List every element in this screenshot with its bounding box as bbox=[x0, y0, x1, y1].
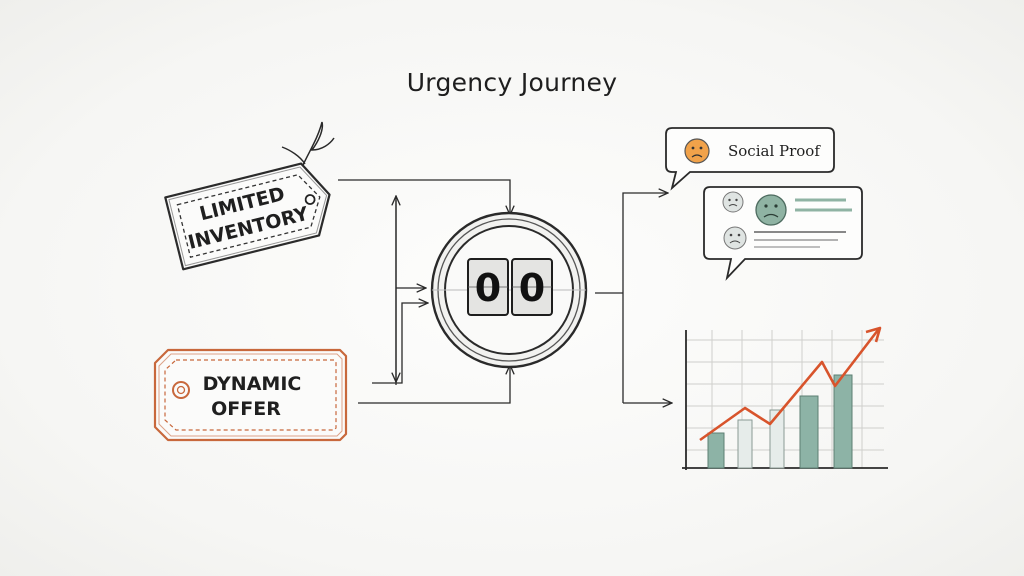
sad-face-icon bbox=[723, 226, 747, 250]
trend-line bbox=[699, 329, 880, 442]
offer-tag-hole-icon bbox=[172, 381, 190, 399]
trend-arrowhead-icon bbox=[865, 326, 882, 343]
timer-digit-1: 0 bbox=[475, 266, 501, 310]
countdown-timer-icon: 0 0 bbox=[430, 211, 588, 369]
tag-string-icon bbox=[302, 121, 335, 166]
tag-hole-icon bbox=[304, 194, 316, 205]
connectors bbox=[338, 179, 672, 403]
offer-tag-line-2: OFFER bbox=[211, 398, 281, 420]
neutral-face-icon bbox=[722, 191, 744, 213]
chart-bars bbox=[707, 374, 853, 469]
sad-face-icon bbox=[755, 194, 787, 226]
limited-inventory-tag: LIMITED INVENTORY bbox=[164, 162, 331, 271]
timer-digit-2: 0 bbox=[519, 266, 545, 310]
growth-chart-icon bbox=[682, 326, 888, 470]
diagram-title: Urgency Journey bbox=[406, 68, 618, 97]
sad-face-icon bbox=[684, 138, 710, 164]
social-proof-label: Social Proof bbox=[728, 142, 821, 160]
offer-tag-line-1: DYNAMIC bbox=[203, 373, 302, 395]
social-proof-bubble: Social Proof bbox=[665, 127, 835, 191]
dynamic-offer-tag: DYNAMIC OFFER bbox=[153, 348, 348, 442]
reviews-bubble bbox=[703, 186, 863, 281]
